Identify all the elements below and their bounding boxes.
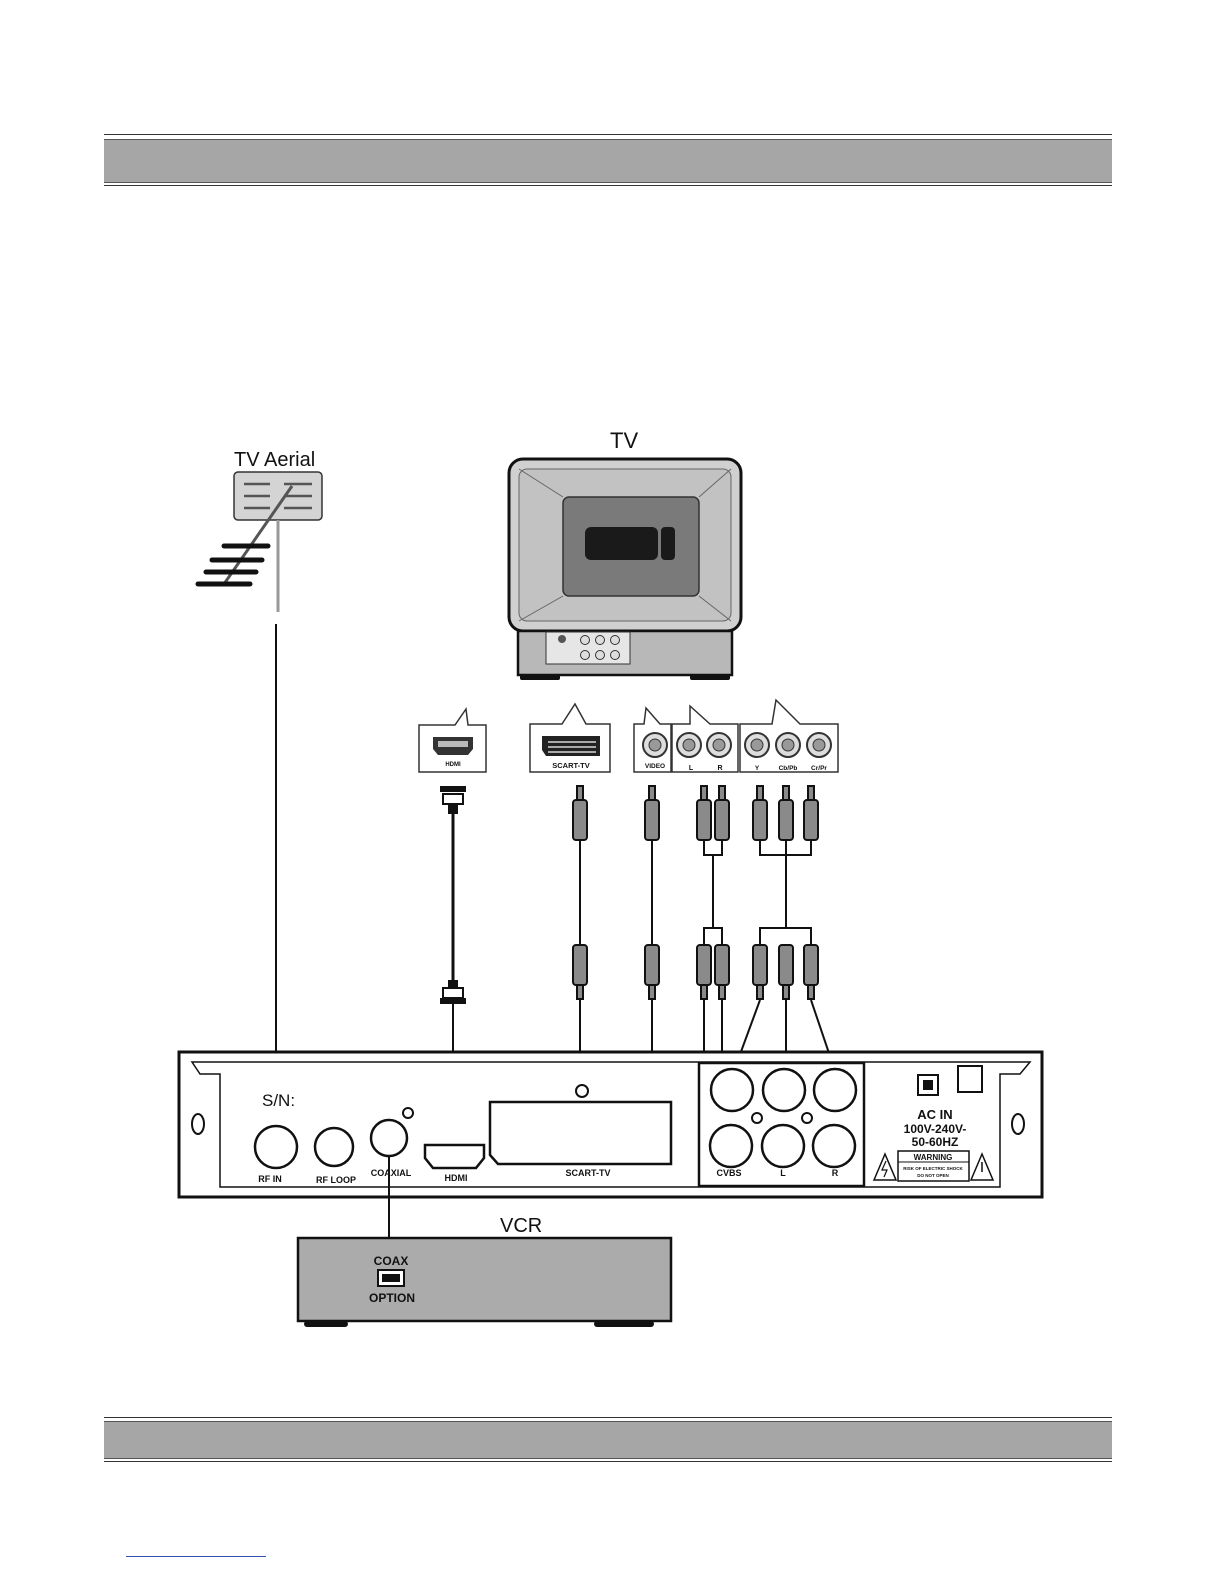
rca-plugs — [573, 786, 818, 999]
crpr-small-label: Cr/Pr — [811, 765, 827, 772]
scart-tv-label: SCART-TV — [566, 1168, 611, 1178]
warning-line1: RISK OF ELECTRIC SHOCK — [903, 1166, 963, 1171]
rca-plug — [573, 786, 587, 840]
power-cord-socket — [958, 1066, 982, 1092]
l-small-label: L — [689, 765, 694, 772]
scart-port — [490, 1102, 671, 1164]
tv-set: TV — [509, 428, 741, 680]
rca-plug — [697, 786, 711, 840]
tv-aerial-label: TV Aerial — [234, 449, 315, 471]
voltage-label: 100V-240V- — [904, 1122, 967, 1136]
r-small-label: R — [717, 765, 722, 772]
av-callout: VIDEO L R Y Cb/Pb Cr/Pr — [634, 700, 838, 772]
rca-plug — [779, 786, 793, 840]
hdmi-callout: HDMI — [419, 709, 486, 772]
cbpb-small-label: Cb/Pb — [779, 765, 798, 772]
coax-label: COAX — [374, 1254, 409, 1268]
coaxial-label: COAXIAL — [371, 1168, 412, 1178]
scart-callout: SCART-TV — [530, 704, 610, 772]
rca-plug — [645, 786, 659, 840]
y-small-label: Y — [755, 765, 760, 772]
rf-in-port — [255, 1126, 297, 1168]
warning-label: WARNING — [914, 1153, 953, 1162]
vcr-body — [298, 1238, 671, 1321]
scart-small-label: SCART-TV — [552, 761, 590, 770]
receiver-rear-panel: S/N: RF IN RF LOOP COAXIAL HDMI SCART-TV… — [179, 1052, 1042, 1197]
rca-plug — [715, 786, 729, 840]
rf-in-label: RF IN — [258, 1174, 282, 1184]
tv-aerial: TV Aerial — [198, 449, 322, 1130]
ac-in-label: AC IN — [917, 1107, 952, 1122]
rca-plug — [573, 945, 587, 999]
hdmi-label: HDMI — [445, 1173, 468, 1183]
r-label: R — [832, 1168, 839, 1178]
l-label: L — [780, 1168, 786, 1178]
rca-plug — [753, 945, 767, 999]
rf-loop-port — [315, 1128, 353, 1166]
rca-plug — [753, 786, 767, 840]
rca-plug — [804, 945, 818, 999]
vcr-label: VCR — [500, 1215, 542, 1237]
rca-plug — [645, 945, 659, 999]
frequency-label: 50-60HZ — [912, 1135, 959, 1149]
rca-plug — [697, 945, 711, 999]
rca-plug — [804, 786, 818, 840]
hdmi-port — [425, 1145, 484, 1168]
video-small-label: VIDEO — [645, 763, 665, 770]
serial-number-label: S/N: — [262, 1091, 295, 1110]
rf-loop-label: RF LOOP — [316, 1175, 356, 1185]
rca-plug — [779, 945, 793, 999]
warning-line2: DO NOT OPEN — [917, 1173, 949, 1178]
coaxial-port — [371, 1120, 407, 1156]
hdmi-small-label: HDMI — [445, 762, 461, 768]
option-label: OPTION — [369, 1291, 415, 1305]
rca-plug — [715, 945, 729, 999]
cvbs-label: CVBS — [716, 1168, 741, 1178]
tv-label: TV — [610, 428, 638, 453]
